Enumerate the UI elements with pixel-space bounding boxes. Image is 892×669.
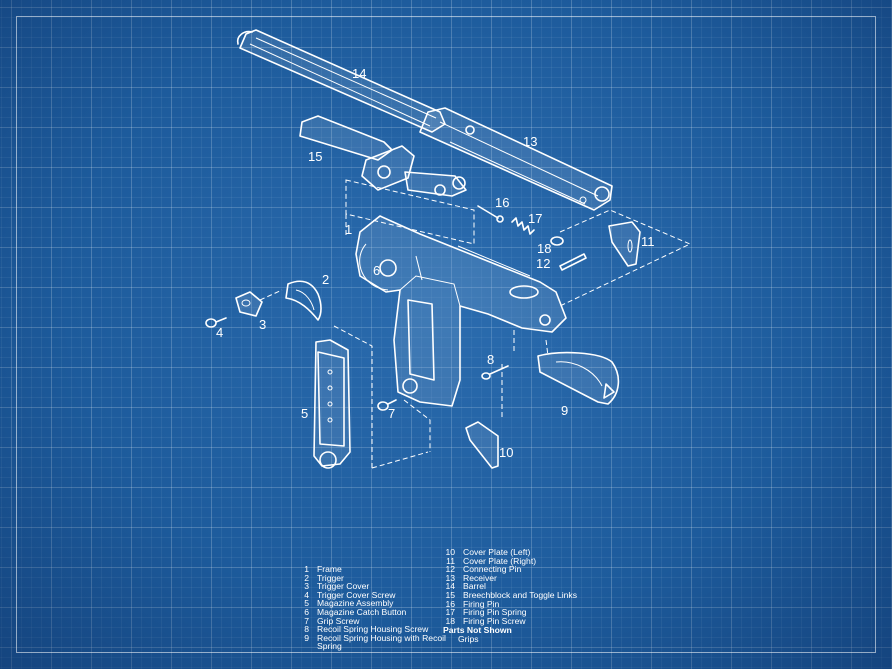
recoil-spring-housing-screw-part: [481, 365, 509, 380]
callout-1: 1: [345, 222, 352, 237]
barrel-part: [236, 29, 446, 133]
cover-plate-right-part: [608, 221, 641, 267]
callout-18: 18: [537, 241, 551, 256]
trigger-cover-screw-part: [205, 317, 227, 328]
parts-not-shown-item: Grips: [458, 633, 479, 644]
callout-14: 14: [352, 66, 366, 81]
callout-3: 3: [259, 317, 266, 332]
callout-5: 5: [301, 406, 308, 421]
breechblock-part: [299, 115, 467, 197]
trigger-cover-part: [235, 291, 263, 317]
callout-2: 2: [322, 272, 329, 287]
callout-6: 6: [373, 263, 380, 278]
cover-plate-left-part: [465, 421, 499, 469]
trigger-part: [285, 280, 322, 321]
callout-15: 15: [308, 149, 322, 164]
firing-pin-spring-part: [511, 217, 535, 235]
callout-17: 17: [528, 211, 542, 226]
parts-not-shown-heading: Parts Not Shown: [443, 625, 512, 636]
grip-screw-part: [377, 399, 397, 411]
callout-9: 9: [561, 403, 568, 418]
receiver-part: [419, 107, 613, 211]
drawing-border: [16, 16, 876, 653]
callout-13: 13: [523, 134, 537, 149]
recoil-spring-housing-part: [537, 351, 620, 405]
callout-10: 10: [499, 445, 513, 460]
firing-pin-part: [477, 205, 504, 223]
callout-11: 11: [641, 234, 655, 249]
callout-4: 4: [216, 325, 223, 340]
callout-16: 16: [495, 195, 509, 210]
connecting-pin-part: [559, 253, 587, 271]
legend-item-continuation: Spring: [317, 641, 342, 652]
magazine-part: [313, 339, 351, 469]
frame-part: [355, 215, 567, 407]
callout-8: 8: [487, 352, 494, 367]
callout-7: 7: [388, 406, 395, 421]
firing-pin-screw-part: [550, 236, 564, 246]
callout-12: 12: [536, 256, 550, 271]
